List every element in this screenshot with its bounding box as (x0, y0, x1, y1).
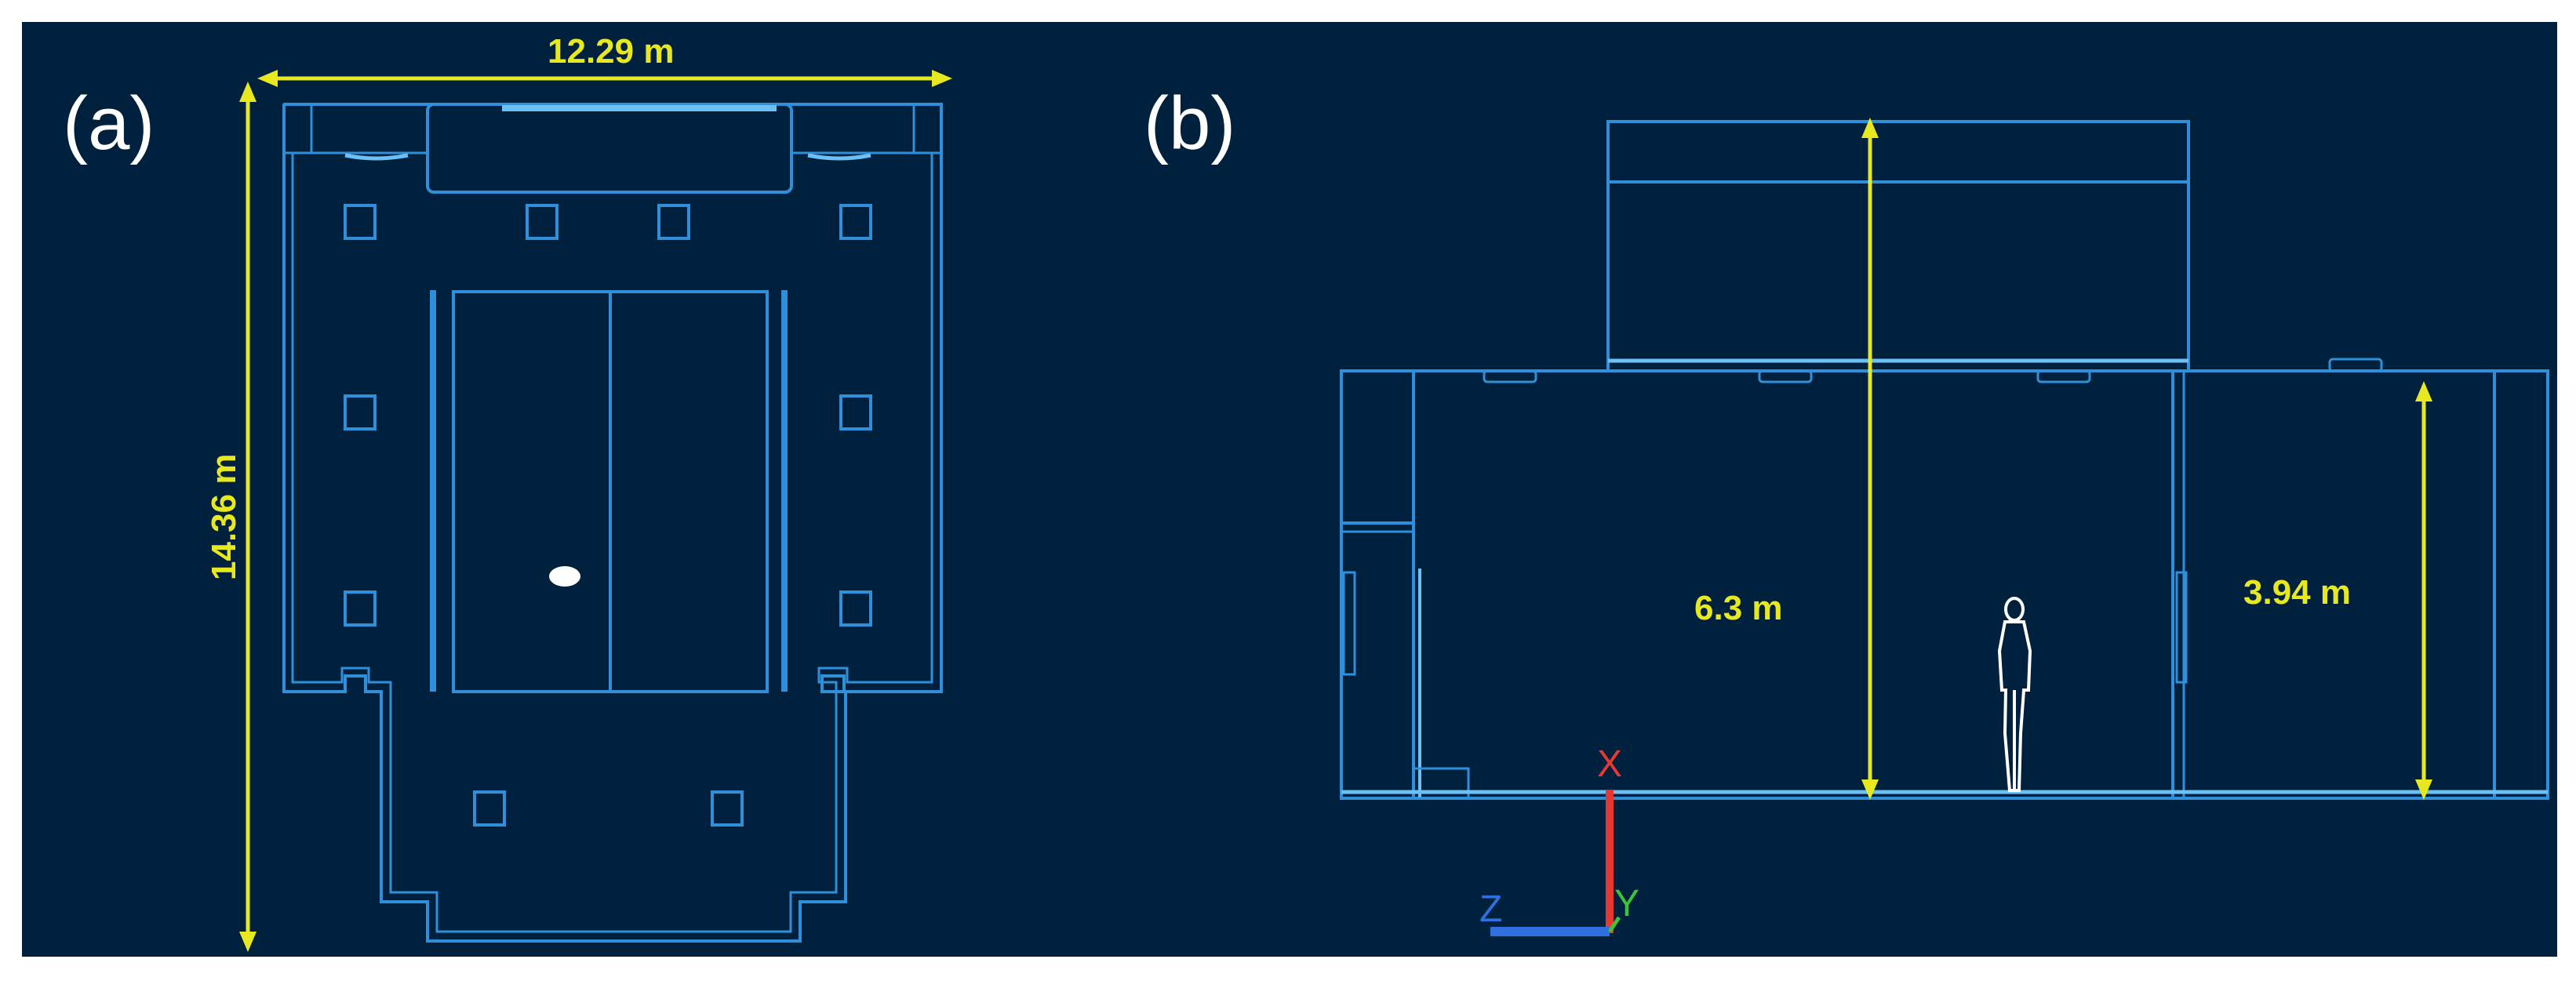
plan-column (657, 204, 690, 240)
ceiling-fixture (1758, 369, 1813, 383)
z-axis-label: Z (1479, 888, 1502, 930)
x-axis-label: X (1597, 743, 1622, 785)
depth-arrow-bottom (239, 932, 257, 952)
plan-column (344, 590, 377, 627)
y-axis-line (1607, 916, 1621, 933)
human-figure-icon (1997, 597, 2032, 792)
plan-column (344, 394, 377, 431)
plan-column (839, 204, 872, 240)
room-height-label: 3.94 m (2243, 573, 2351, 612)
background-panel (22, 22, 2557, 957)
plan-inner-outline (291, 153, 933, 933)
plan-column (473, 790, 506, 827)
width-dimension-label: 12.29 m (548, 32, 674, 71)
y-axis-label: Y (1614, 883, 1639, 925)
depth-arrow-top (239, 82, 257, 102)
ceiling-fixture (1483, 369, 1537, 383)
plan-top-right-light (807, 153, 871, 161)
room-height-arrow-bottom (2415, 779, 2432, 800)
plan-column (839, 590, 872, 627)
room-height-arrow-top (2415, 381, 2432, 401)
roof-fixture (2328, 358, 2383, 372)
panel-b-label: (b) (1144, 82, 1235, 165)
depth-dimension-label: 14.36 m (205, 454, 243, 580)
section-right-door (2175, 571, 2188, 684)
coordinate-axes: X Z Y (1479, 743, 1639, 936)
sound-source-marker (549, 566, 580, 587)
section-floor-box (1412, 767, 1470, 800)
panel-a-label: (a) (63, 82, 155, 165)
width-arrow-right (932, 70, 952, 87)
plan-top-left-light (344, 153, 409, 161)
total-height-arrow-bottom (1861, 779, 1879, 800)
plan-column (344, 204, 377, 240)
section-left-door (1342, 571, 1356, 676)
plan-column (839, 394, 872, 431)
plan-outline (282, 103, 943, 943)
plan-column (526, 204, 558, 240)
section-main-hall (1340, 369, 2549, 800)
total-height-arrow-top (1861, 118, 1879, 138)
ceiling-fixture (2036, 369, 2091, 383)
width-arrow-left (257, 70, 278, 87)
total-height-label: 6.3 m (1694, 589, 1783, 627)
plan-view: (a) 12.29 m (63, 32, 952, 952)
plan-column (711, 790, 744, 827)
plan-top-recess (426, 103, 793, 194)
section-view: (b) 6.3 m (1144, 82, 2549, 936)
